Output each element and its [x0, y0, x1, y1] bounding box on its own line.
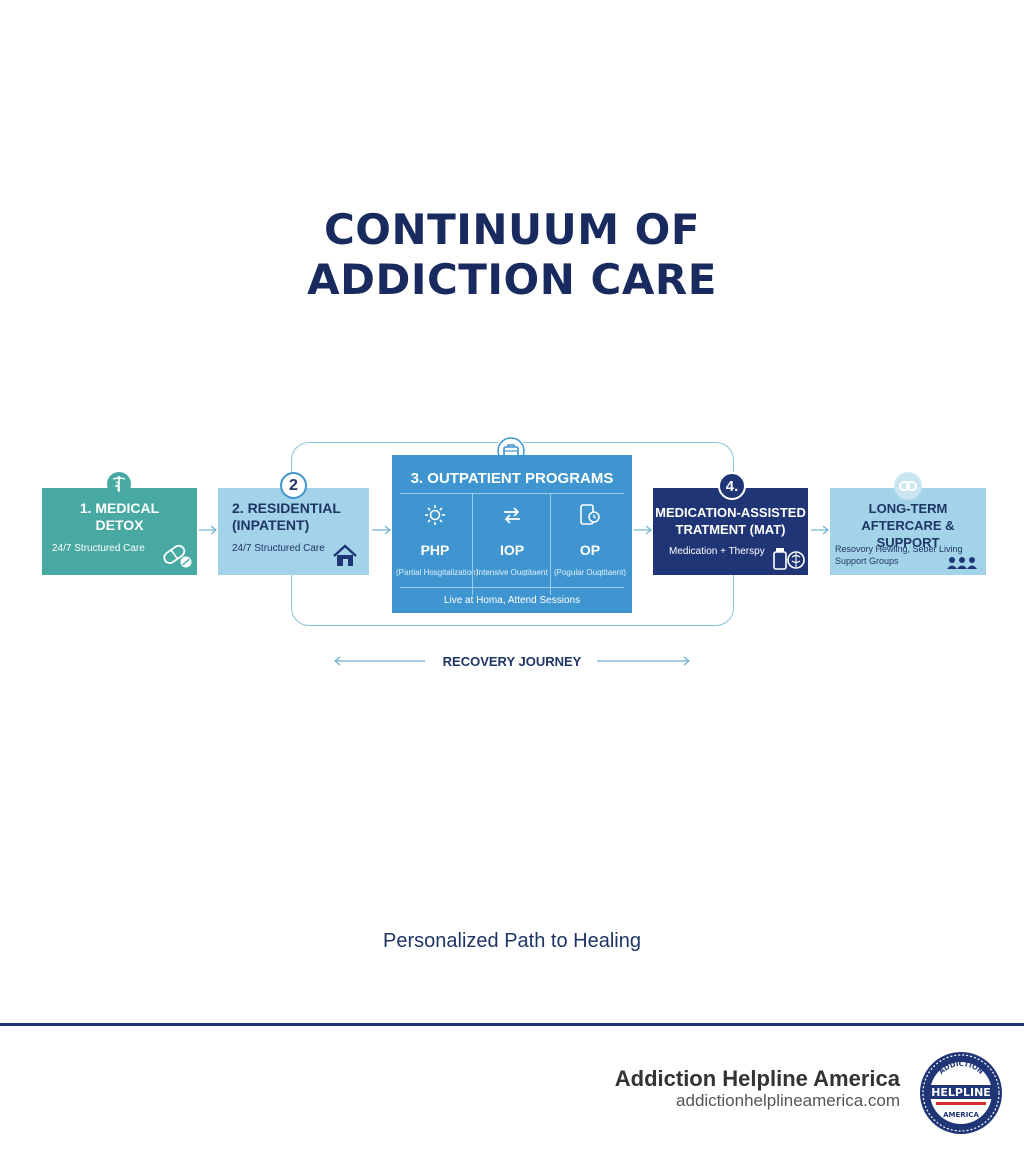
outpatient-footer: Live at Homa, Attend Sessions [443, 595, 581, 606]
detox-title: 1. MEDICAL DETOX [79, 500, 160, 533]
pill-icon [163, 544, 192, 568]
outpatient-top-divider [400, 493, 624, 494]
column-divider [472, 493, 473, 595]
detox-subtitle: 24/7 Structured Care [52, 543, 145, 554]
journey-label: RECOVERY JOURNEY [442, 654, 582, 669]
helpline-america-logo: ADDICTION HELPLINE AMERICA [920, 1052, 1002, 1134]
brand-name: Addiction Helpline America [614, 1066, 900, 1091]
outpatient-bottom-divider [400, 587, 624, 588]
op-label: OP [579, 542, 601, 558]
tagline: Personalized Path to Healing [383, 930, 641, 952]
stage-outpatient-programs: 3. OUTPATIENT PROGRAMS PHP (Partial Hosg… [392, 455, 632, 613]
house-icon [333, 544, 357, 566]
exchange-arrows-icon [504, 507, 520, 524]
outpatient-title: 3. OUTPATIENT PROGRAMS [410, 470, 614, 487]
link-chain-icon [894, 472, 922, 500]
journey-double-arrow [334, 656, 690, 666]
stage-medical-detox: 1. MEDICAL DETOX 24/7 Structured Care [42, 488, 197, 575]
arrow-outpatient-to-mat [634, 525, 652, 535]
logo-text-mid: HELPLINE [931, 1086, 991, 1099]
aftercare-subtitle-2: Support Groups [835, 556, 899, 566]
title-line-2: ADDICTION CARE [307, 255, 717, 304]
mat-step-badge: 4. [718, 472, 746, 500]
logo-text-bottom: AMERICA [943, 1111, 979, 1119]
medicine-brain-icon [773, 548, 805, 570]
iop-description: Intensive Ouqtitaent [476, 568, 548, 577]
residential-subtitle: 24/7 Structured Care [232, 543, 325, 554]
caduceus-icon [107, 472, 131, 496]
iop-label: IOP [499, 542, 525, 558]
column-iop: IOP Intensive Ouqtitaent [473, 493, 551, 597]
title-line-1: CONTINUUM OF [323, 205, 701, 254]
aftercare-title: LONG-TERM AFTERCARE & SUPPORT [861, 501, 955, 550]
residential-title: 2. RESIDENTIAL (INPATENT) [232, 500, 341, 533]
diagram-title: CONTINUUM OF ADDICTION CARE [0, 205, 1024, 305]
op-description: (Pogular Ouqtitaent) [553, 568, 627, 577]
column-divider [550, 493, 551, 595]
support-group-icon [947, 557, 977, 569]
residential-step-badge: 2 [280, 472, 307, 499]
recovery-journey: RECOVERY JOURNEY [333, 653, 691, 669]
php-label: PHP [420, 542, 450, 558]
column-op: OP (Pogular Ouqtitaent) [551, 493, 629, 597]
aftercare-subtitle-1: Resovory Hewling, Seber Living [835, 544, 963, 554]
arrow-detox-to-residential [199, 525, 217, 535]
arrow-residential-to-outpatient [372, 525, 391, 535]
mat-title: MEDICATION-ASSISTED TRATMENT (MAT) [655, 505, 806, 537]
php-description: (Partial Hosgitalization) [396, 568, 479, 577]
sun-icon [425, 505, 445, 525]
footer-divider [0, 1023, 1024, 1026]
brand-url[interactable]: addictionhelplineamerica.com [676, 1091, 900, 1110]
mat-subtitle: Medication + Therspy [669, 546, 765, 557]
stage-aftercare: LONG-TERM AFTERCARE & SUPPORT Resovory H… [830, 488, 986, 575]
column-php: PHP (Partial Hosgitalization) [396, 493, 479, 597]
stage-mat: MEDICATION-ASSISTED TRATMENT (MAT) Medic… [653, 488, 808, 575]
stage-residential: 2. RESIDENTIAL (INPATENT) 24/7 Structure… [218, 488, 369, 575]
phone-clock-icon [580, 504, 600, 525]
arrow-mat-to-aftercare [811, 525, 829, 535]
